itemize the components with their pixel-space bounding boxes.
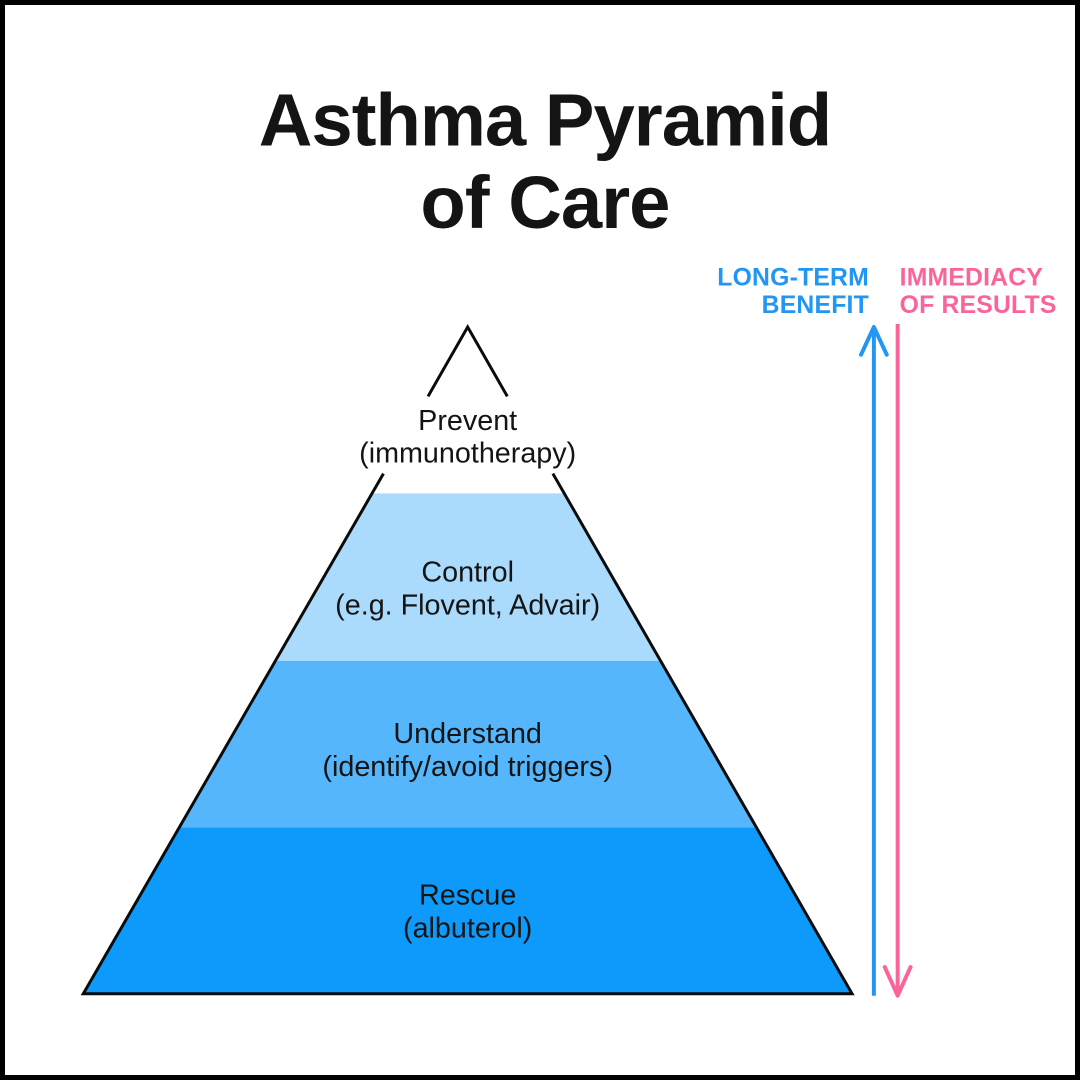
asthma-pyramid-diagram: Asthma Pyramid of Care Prevent (immunoth… (80, 79, 1057, 998)
arrow-down-head (882, 965, 913, 998)
tier-prevent-label: Prevent (418, 405, 517, 437)
tier-control-sublabel: (e.g. Flovent, Advair) (335, 589, 600, 621)
tier-rescue-label: Rescue (419, 880, 516, 912)
page-title-line2: of Care (420, 161, 669, 244)
tier-rescue-fill (83, 827, 853, 994)
long-term-benefit-label-line2: BENEFIT (762, 292, 869, 319)
arrow-down-icon (882, 324, 913, 998)
tier-rescue-sublabel: (albuterol) (403, 912, 532, 944)
tier-prevent-sublabel: (immunotherapy) (359, 438, 576, 470)
tier-understand-label: Understand (393, 718, 541, 750)
long-term-benefit-label-line1: LONG-TERM (717, 264, 869, 291)
tier-understand-sublabel: (identify/avoid triggers) (322, 751, 612, 783)
tier-prevent-fill (371, 326, 564, 494)
tier-control-label: Control (421, 557, 514, 589)
arrow-up-icon (859, 325, 889, 996)
arrow-up-head (859, 325, 889, 357)
tier-control-fill (275, 493, 660, 661)
page-title-line1: Asthma Pyramid (259, 79, 831, 162)
pyramid-apex-outline (426, 323, 509, 398)
immediacy-label-line2: OF RESULTS (900, 292, 1057, 319)
pyramid-outline (80, 472, 855, 996)
tier-understand-fill (179, 660, 756, 828)
immediacy-label-line1: IMMEDIACY (900, 264, 1044, 291)
